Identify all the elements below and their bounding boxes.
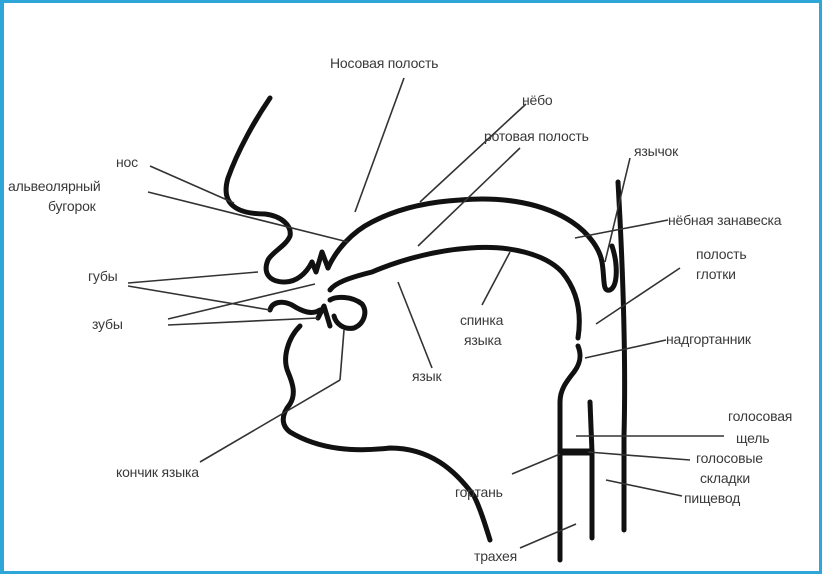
leader-esophagus xyxy=(606,480,682,496)
label-tongue-back-line2: языка xyxy=(464,332,501,348)
label-vocal-folds-line1: голосовые xyxy=(696,450,763,466)
label-oral-cavity: ротовая полость xyxy=(484,128,589,144)
label-tongue-tip: кончик языка xyxy=(116,464,199,480)
leader-teeth-2 xyxy=(168,318,318,325)
label-pharynx-line2: глотки xyxy=(696,266,736,282)
label-alveolar-ridge-line1: альвеолярный xyxy=(8,178,101,194)
palate-velum-uvula-outline xyxy=(328,199,616,290)
label-glottis-line2: щель xyxy=(736,430,769,446)
posterior-larynx-wall xyxy=(590,402,592,538)
leader-tongue xyxy=(398,282,432,368)
leader-trachea xyxy=(520,524,576,548)
leader-uvula xyxy=(605,158,630,262)
leader-tongue-tip xyxy=(200,380,340,462)
leader-nose xyxy=(150,166,234,203)
label-velum: нёбная занавеска xyxy=(668,212,781,228)
lower-teeth-outline xyxy=(318,306,330,326)
leader-larynx xyxy=(512,454,560,474)
posterior-pharyngeal-wall xyxy=(618,182,625,530)
leader-tongue-tip-2 xyxy=(340,330,344,380)
tongue-tip-outline xyxy=(330,297,365,328)
label-glottis-line1: голосовая xyxy=(728,408,792,424)
upper-teeth-outline xyxy=(312,252,328,272)
leader-teeth-1 xyxy=(168,284,315,319)
label-nasal-cavity: Носовая полость xyxy=(330,55,438,71)
label-esophagus: пищевод xyxy=(684,490,740,506)
label-vocal-folds-line2: складки xyxy=(700,470,750,486)
epiglottis-outline xyxy=(560,346,580,402)
lower-lip-outline xyxy=(270,302,320,312)
label-nose: нос xyxy=(116,154,138,170)
leader-palate xyxy=(420,104,526,202)
label-lips: губы xyxy=(88,268,118,284)
label-trachea: трахея xyxy=(474,548,517,564)
face-nose-upper-lip-outline xyxy=(226,98,312,282)
leader-pharynx xyxy=(596,268,680,324)
chin-jaw-throat-outline xyxy=(283,326,490,540)
leader-alveolar-ridge xyxy=(148,192,348,242)
label-epiglottis: надгортанник xyxy=(666,331,751,347)
leader-lips-2 xyxy=(128,286,270,310)
label-larynx: гортань xyxy=(455,484,503,500)
label-uvula: язычок xyxy=(634,143,678,159)
leader-vocal-folds xyxy=(588,452,690,460)
label-pharynx-line1: полость xyxy=(696,246,746,262)
label-palate: нёбо xyxy=(522,92,553,108)
leader-lips-1 xyxy=(128,272,258,283)
label-tongue: язык xyxy=(412,368,441,384)
tongue-dorsum-outline xyxy=(330,247,579,338)
leader-tongue-back xyxy=(482,252,510,305)
label-teeth: зубы xyxy=(92,316,123,332)
label-tongue-back-line1: спинка xyxy=(460,312,503,328)
leader-oral-cavity xyxy=(418,148,520,246)
label-alveolar-ridge-line2: бугорок xyxy=(48,198,96,214)
anatomy-outline xyxy=(226,98,625,560)
leader-nasal-cavity xyxy=(355,78,404,212)
